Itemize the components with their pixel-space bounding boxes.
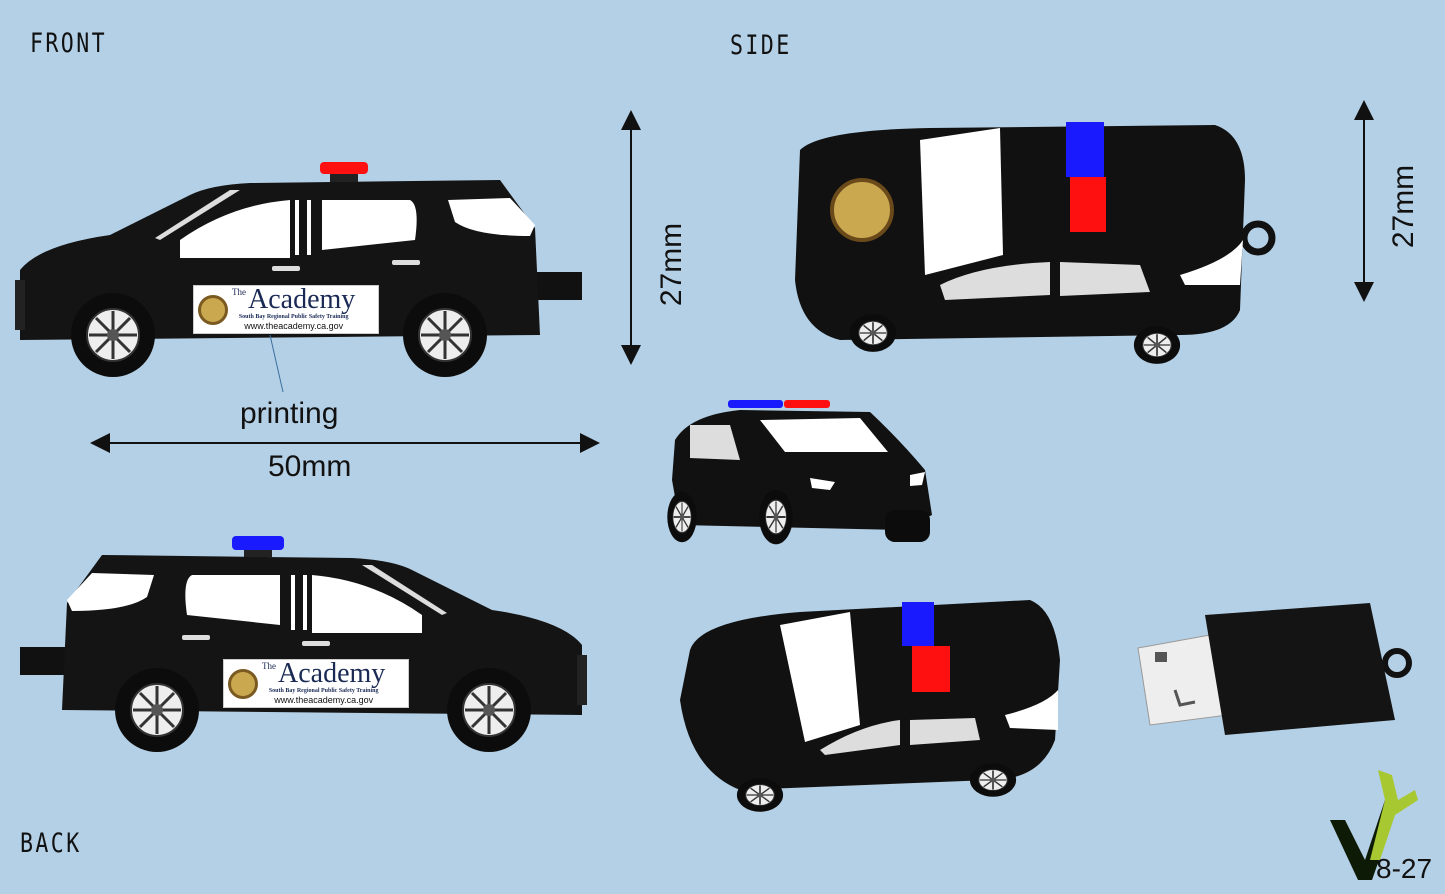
seal-emblem [830,178,894,242]
car-side-view-back [20,537,587,752]
version-label: 8-27 [1376,853,1433,884]
printing-leader-line [269,334,284,393]
car-front-perspective [666,400,932,546]
height-label-front: 27mm [655,222,689,307]
label-side: SIDE [730,30,792,61]
seal-icon [198,294,228,325]
label-back: BACK [20,828,82,859]
printing-label: printing [240,397,339,430]
usb-drive-cap-off [1137,603,1412,735]
decal-name: Academy [248,284,356,315]
car-top-perspective-2 [680,600,1060,813]
decal-subtitle: South Bay Regional Public Safety Trainin… [238,314,349,320]
decal-the: The [262,661,276,671]
car-side-view-front [15,162,582,377]
length-label: 50mm [268,450,352,483]
car-top-perspective [795,122,1276,365]
decal-the: The [232,287,246,297]
label-front: FRONT [30,28,108,59]
height-label-side: 27mm [1387,164,1421,249]
academy-decal-front: The Academy South Bay Regional Public Sa… [193,285,379,334]
academy-decal-back: The Academy South Bay Regional Public Sa… [223,659,409,708]
decal-subtitle: South Bay Regional Public Safety Trainin… [268,688,379,694]
seal-icon [228,668,258,699]
decal-url: www.theacademy.ca.gov [274,695,374,705]
decal-url: www.theacademy.ca.gov [244,321,344,331]
brand-logo [1330,770,1418,880]
decal-name: Academy [278,658,386,689]
light-bar-back [232,536,284,550]
